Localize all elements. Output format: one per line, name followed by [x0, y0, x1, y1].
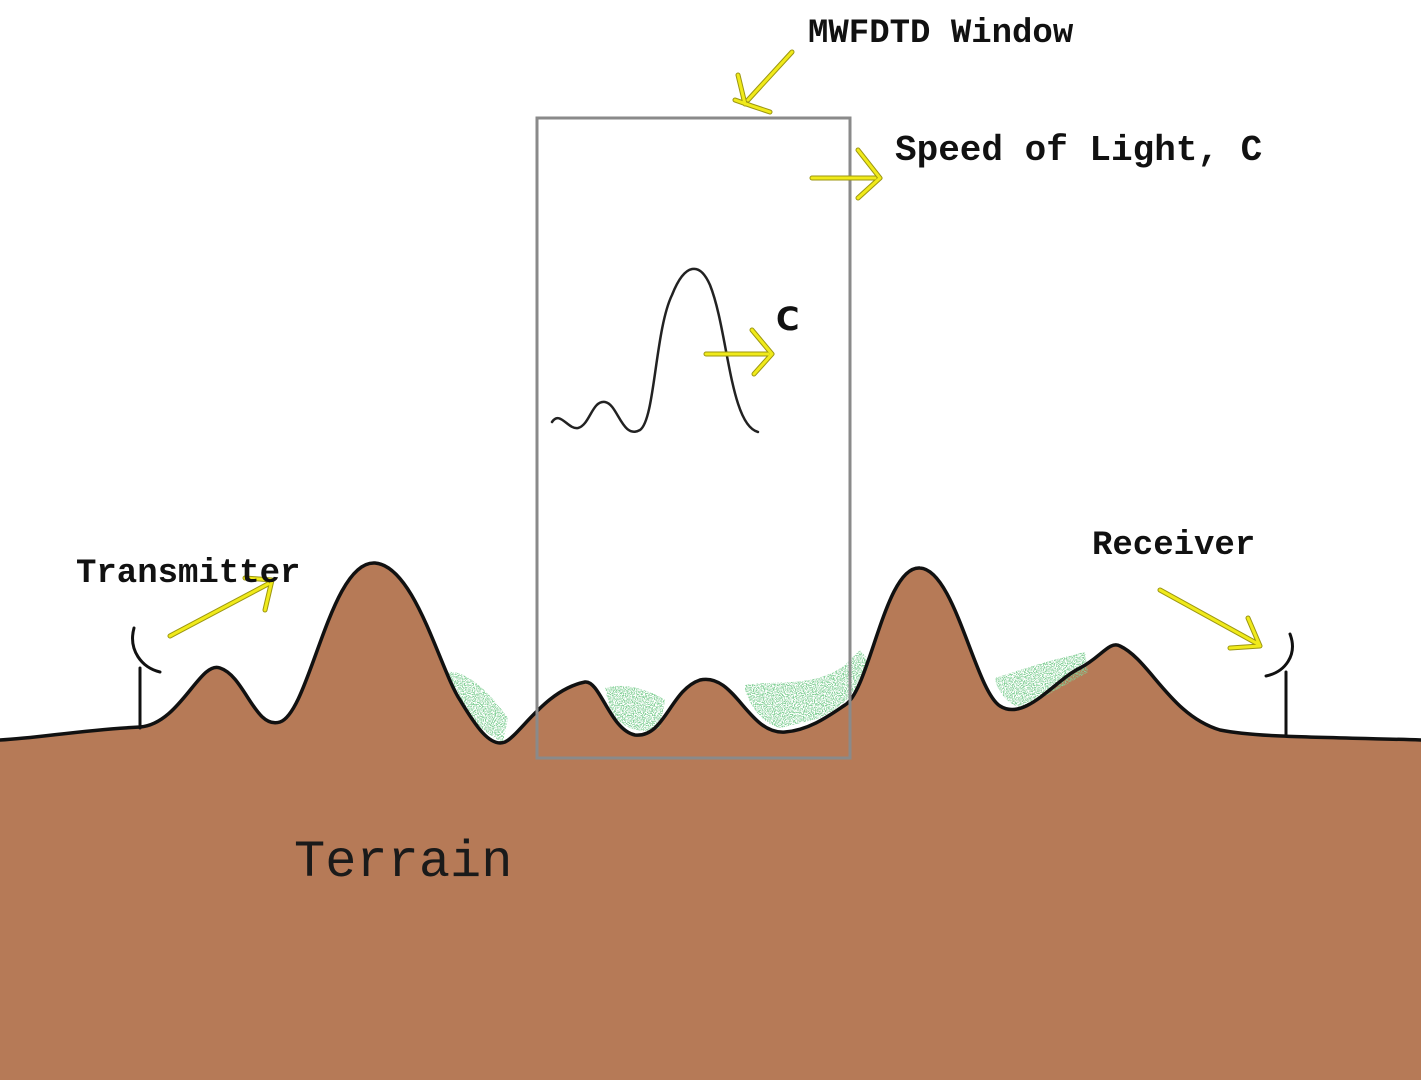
receiver-antenna-icon	[1264, 632, 1294, 737]
fdtd-window	[535, 116, 852, 760]
transmitter-arrow-icon	[167, 575, 275, 639]
receiver-arrow-icon	[1157, 587, 1263, 651]
speed-arrow-icon	[809, 147, 883, 201]
window-arrow-icon	[732, 49, 795, 115]
speed-of-light-label: Speed of Light, C	[895, 130, 1262, 171]
terrain-outline	[0, 561, 1421, 745]
pulse-waveform	[550, 267, 760, 434]
transmitter-label: Transmitter	[76, 555, 300, 593]
transmitter-antenna-icon	[131, 626, 162, 730]
vegetation	[448, 650, 1088, 742]
pulse-c-label: C	[776, 300, 799, 338]
terrain-ground	[0, 562, 1421, 1080]
terrain-label: Terrain	[294, 833, 512, 892]
receiver-label: Receiver	[1092, 527, 1255, 565]
window-label: MWFDTD Window	[808, 15, 1074, 53]
pulse-arrow-icon	[703, 327, 775, 377]
